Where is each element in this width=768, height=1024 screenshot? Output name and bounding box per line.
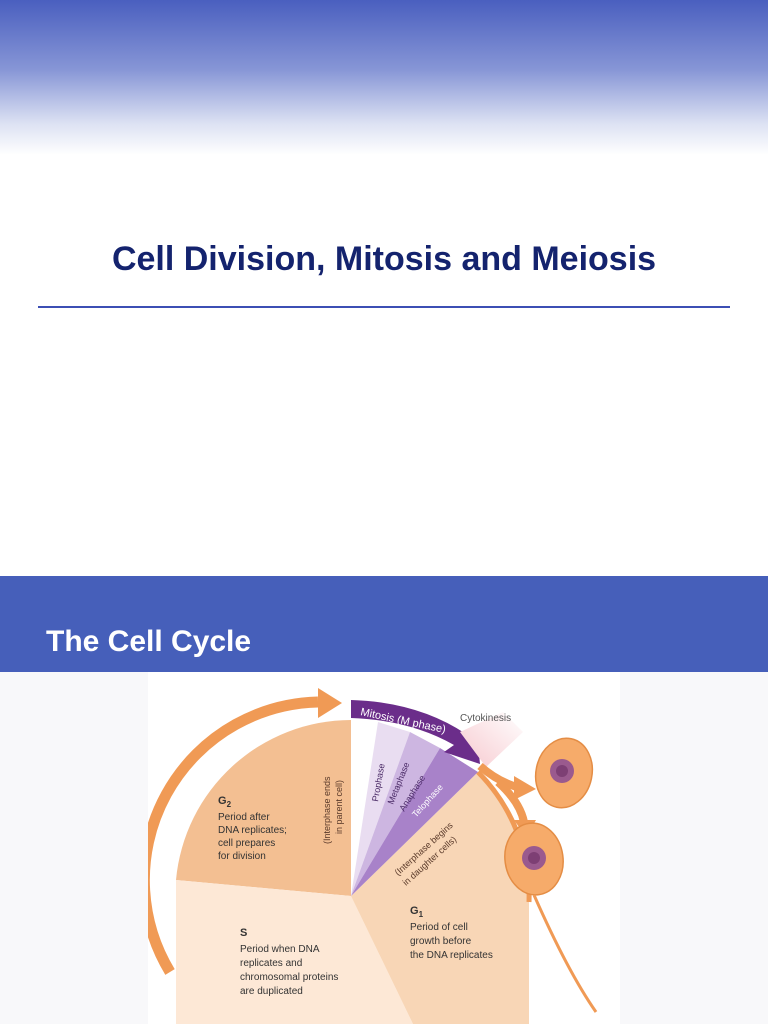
daughter-arrowhead-upper — [514, 776, 536, 800]
mitosis-banner — [351, 700, 480, 764]
g2-line3: cell prepares — [218, 838, 275, 849]
g2-sector — [176, 720, 351, 896]
anaphase-wedge — [351, 732, 440, 896]
slide-heading: The Cell Cycle — [46, 625, 252, 658]
g2-line4: for division — [218, 851, 266, 862]
cycle-arrow — [148, 696, 319, 975]
cytokinesis-wedge — [460, 712, 523, 767]
g1-line1: Period of cell — [410, 922, 468, 933]
slide-title: Cell Division, Mitosis and Meiosis — [111, 240, 657, 278]
g2-line1: Period after — [218, 812, 270, 823]
g2-label: G2 — [218, 795, 232, 809]
s-sector — [176, 880, 413, 1024]
g1-line2: growth before — [410, 936, 472, 947]
s-line3: chromosomal proteins — [240, 972, 338, 983]
g2-line2: DNA replicates; — [218, 825, 287, 836]
interphase-ends-line2: in parent cell) — [334, 780, 344, 834]
daughter-cell-lower — [504, 822, 564, 896]
s-line2: replicates and — [240, 958, 302, 969]
daughter-cell-upper — [534, 737, 594, 809]
metaphase-wedge — [351, 722, 410, 896]
cytokinesis-label: Cytokinesis — [460, 713, 511, 724]
daughter-arrow-lower — [495, 779, 528, 823]
g1-line3: the DNA replicates — [410, 950, 493, 961]
header-gradient — [0, 0, 768, 155]
g1-label: G1 — [410, 905, 424, 919]
cell-tail — [532, 894, 598, 1013]
cell-cycle-diagram: Mitosis (M phase) Cytokinesis Prophase M… — [148, 672, 620, 1024]
slide-header-band — [0, 576, 768, 672]
s-line1: Period when DNA — [240, 944, 320, 955]
prophase-wedge — [351, 720, 378, 896]
cycle-arrowhead — [318, 688, 342, 718]
title-slide: Cell Division, Mitosis and Meiosis — [0, 0, 768, 308]
telophase-wedge — [351, 748, 478, 896]
s-label: S — [240, 927, 247, 939]
title-divider — [38, 306, 730, 308]
interphase-ends-line1: (Interphase ends — [322, 776, 332, 844]
s-line4: are duplicated — [240, 986, 303, 997]
g1-sector — [351, 772, 530, 1024]
